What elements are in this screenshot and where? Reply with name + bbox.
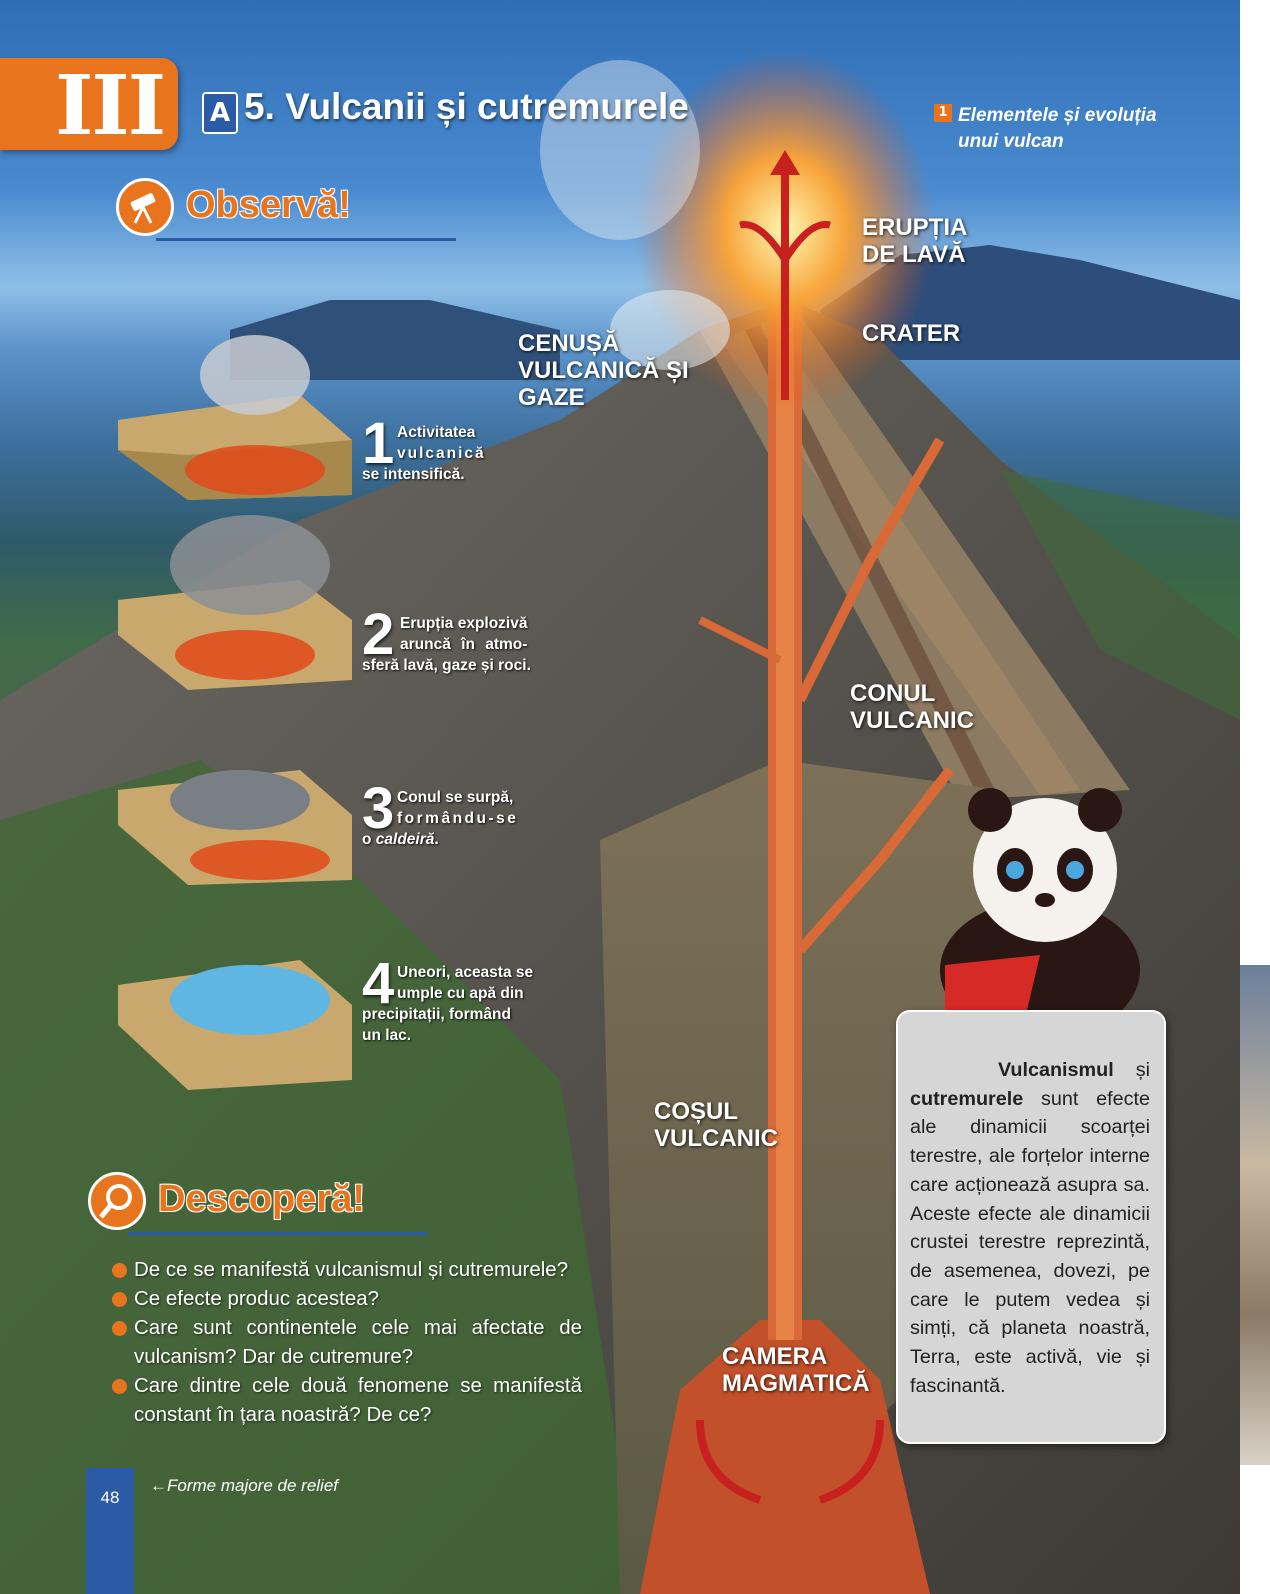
ash-gas-label: CENUȘĂ VULCANICĂ ȘI GAZE bbox=[518, 330, 689, 411]
stage-block-3 bbox=[118, 770, 352, 885]
chapter-number: III bbox=[55, 58, 166, 154]
page-background bbox=[0, 0, 1240, 1594]
stage-block-1 bbox=[118, 335, 352, 500]
figure-number: 1 bbox=[934, 104, 952, 122]
discover-title: Descoperă! bbox=[158, 1178, 365, 1220]
stage-number: 1 bbox=[362, 411, 395, 476]
bullet-icon bbox=[112, 1292, 127, 1307]
stage-1-caption: 1 Activitatea vulcanică se intensifică. bbox=[362, 411, 486, 484]
stage-number: 2 bbox=[362, 602, 395, 667]
list-item: Ce efecte produc acestea? bbox=[112, 1284, 582, 1313]
figure-caption-line: unui vulcan bbox=[958, 131, 1064, 152]
arrow-left-icon: ← bbox=[150, 1476, 167, 1495]
lava-eruption-label: ERUPȚIA DE LAVĂ bbox=[862, 214, 968, 268]
distant-ridge bbox=[230, 300, 560, 380]
info-box: Vulcanismul și cutremurele sunt efecte a… bbox=[896, 1010, 1166, 1444]
bullet-icon bbox=[112, 1321, 127, 1336]
page-number: 48 bbox=[100, 1488, 120, 1507]
chapter-link[interactable]: ←Forme majore de relief bbox=[150, 1476, 339, 1495]
cone-label: CONUL VULCANIC bbox=[850, 680, 974, 734]
page-number-bar bbox=[86, 1468, 134, 1594]
magma-chamber-label: CAMERA MAGMATICĂ bbox=[722, 1343, 870, 1397]
bullet-icon bbox=[112, 1379, 127, 1394]
figure-caption-line: Elementele și evoluția bbox=[958, 105, 1157, 126]
page-title: 5. Vulcanii și cutremurele bbox=[244, 86, 689, 127]
observe-underline bbox=[156, 238, 456, 241]
green-slope-right bbox=[1000, 470, 1240, 720]
stage-2-caption: 2 Erupția explozivă aruncă în atmo- sfer… bbox=[362, 602, 531, 675]
question-list: De ce se manifestă vulcanismul și cutrem… bbox=[112, 1255, 582, 1429]
stage-number: 4 bbox=[362, 951, 395, 1016]
bullet-icon bbox=[112, 1263, 127, 1278]
list-item: De ce se manifestă vulcanismul și cutrem… bbox=[112, 1255, 582, 1284]
crater-label: CRATER bbox=[862, 320, 961, 347]
stage-number: 3 bbox=[362, 776, 395, 841]
chimney-label: COȘUL VULCANIC bbox=[654, 1098, 778, 1152]
observe-heading: Observă! bbox=[116, 178, 476, 241]
observe-title: Observă! bbox=[186, 184, 351, 226]
next-page-photo-edge bbox=[1240, 965, 1270, 1465]
list-item: Care dintre cele două fenomene se manife… bbox=[112, 1371, 582, 1429]
discover-heading: Descoperă! bbox=[88, 1172, 448, 1235]
lesson-badge: A bbox=[202, 92, 238, 134]
caldera-term: caldeiră bbox=[375, 831, 435, 848]
stage-4-caption: 4 Uneori, aceasta se umple cu apă din pr… bbox=[362, 951, 534, 1045]
info-text: Vulcanismul și cutremurele sunt efecte a… bbox=[910, 1059, 1151, 1397]
telescope-icon bbox=[116, 178, 174, 236]
magma-chamber bbox=[640, 1320, 930, 1594]
stage-block-2 bbox=[118, 515, 352, 690]
discover-underline bbox=[128, 1232, 428, 1235]
list-item: Care sunt continentele cele mai afectate… bbox=[112, 1313, 582, 1371]
green-slope-left bbox=[0, 760, 640, 1594]
chapter-tab bbox=[0, 58, 178, 150]
stage-block-4 bbox=[118, 960, 352, 1090]
magnifier-icon bbox=[88, 1172, 146, 1230]
stage-3-caption: 3 Conul se surpă, formându-se o caldeiră… bbox=[362, 776, 519, 849]
